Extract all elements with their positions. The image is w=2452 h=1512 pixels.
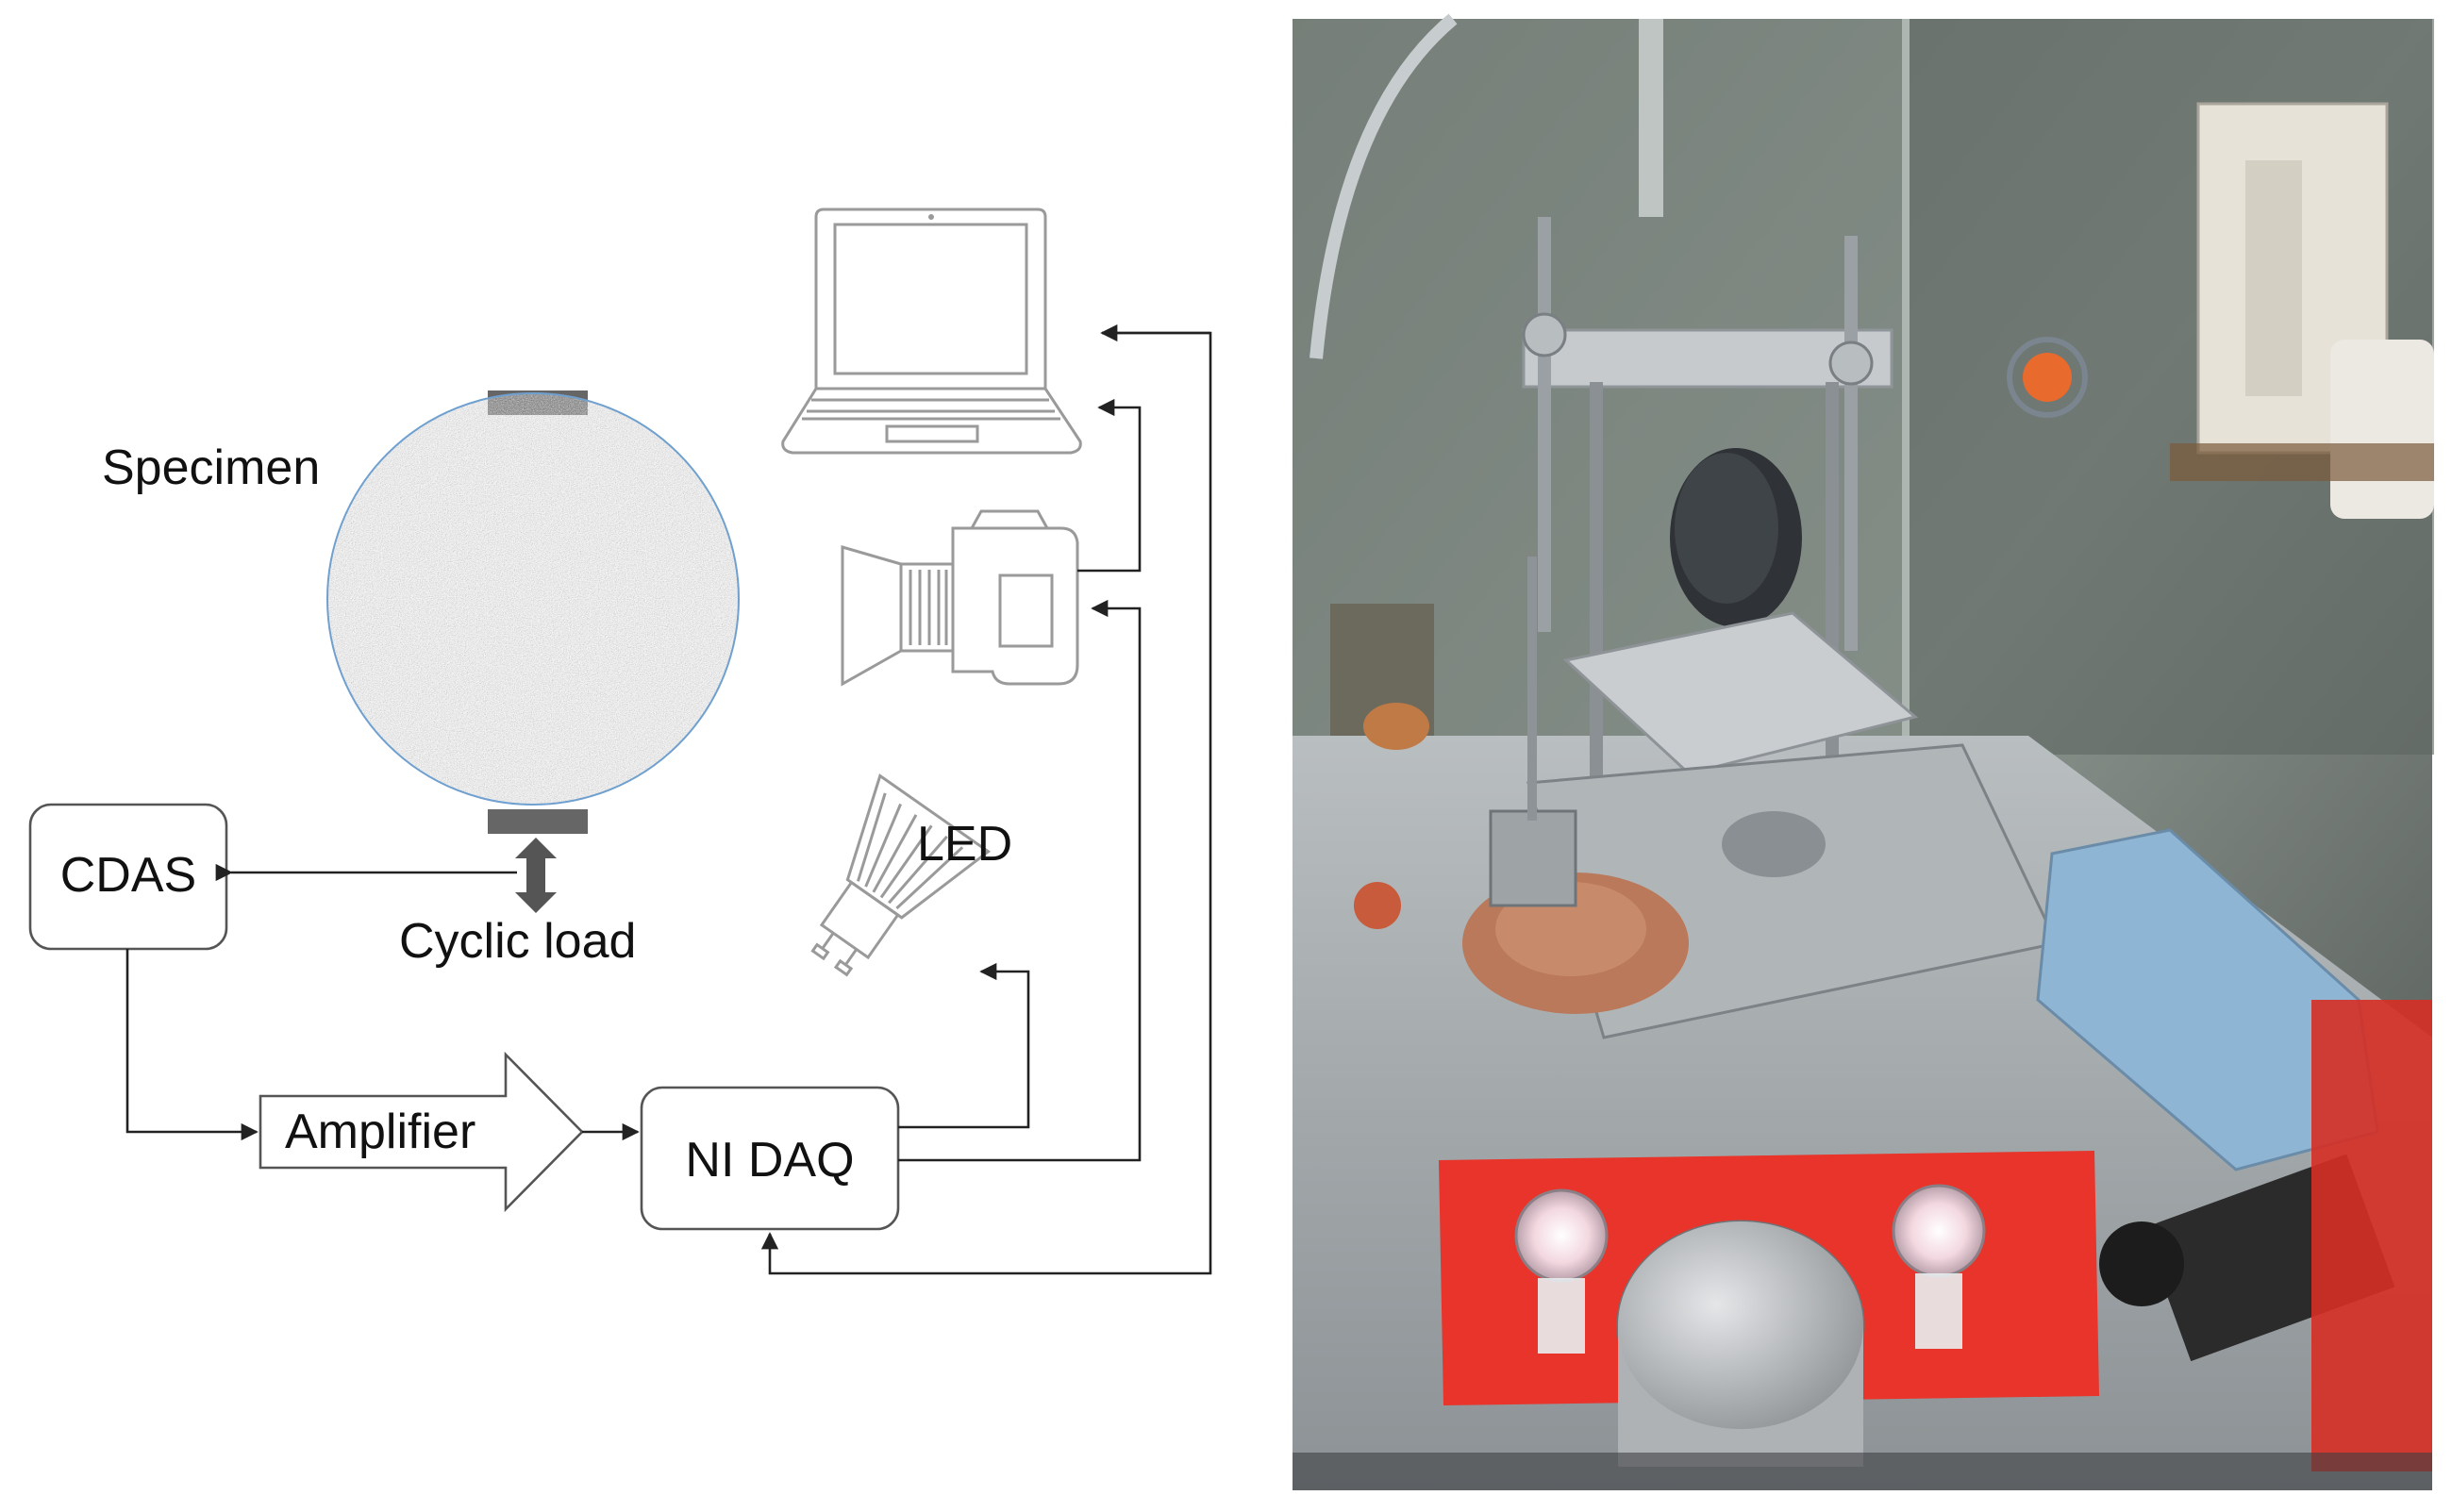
ni-daq-label: NI DAQ xyxy=(685,1133,854,1188)
specimen-label: Specimen xyxy=(102,440,320,495)
specimen-disk xyxy=(326,390,740,834)
ni-daq-box xyxy=(640,1086,900,1231)
bottom-platen xyxy=(488,809,588,834)
led-label: LED xyxy=(917,817,1012,872)
amplifier-label: Amplifier xyxy=(285,1105,475,1159)
cyclic-load-label: Cyclic load xyxy=(399,914,636,969)
connection-wires xyxy=(125,324,1212,1275)
laptop-icon xyxy=(781,208,1082,455)
led-lamp-icon xyxy=(810,773,992,977)
cdas-label: CDAS xyxy=(60,848,196,903)
cyclic-load-arrow xyxy=(515,838,557,913)
amplifier-arrow-shape xyxy=(259,1051,584,1213)
test-rig-photo xyxy=(1293,13,2434,1490)
camera-icon xyxy=(841,509,1079,687)
